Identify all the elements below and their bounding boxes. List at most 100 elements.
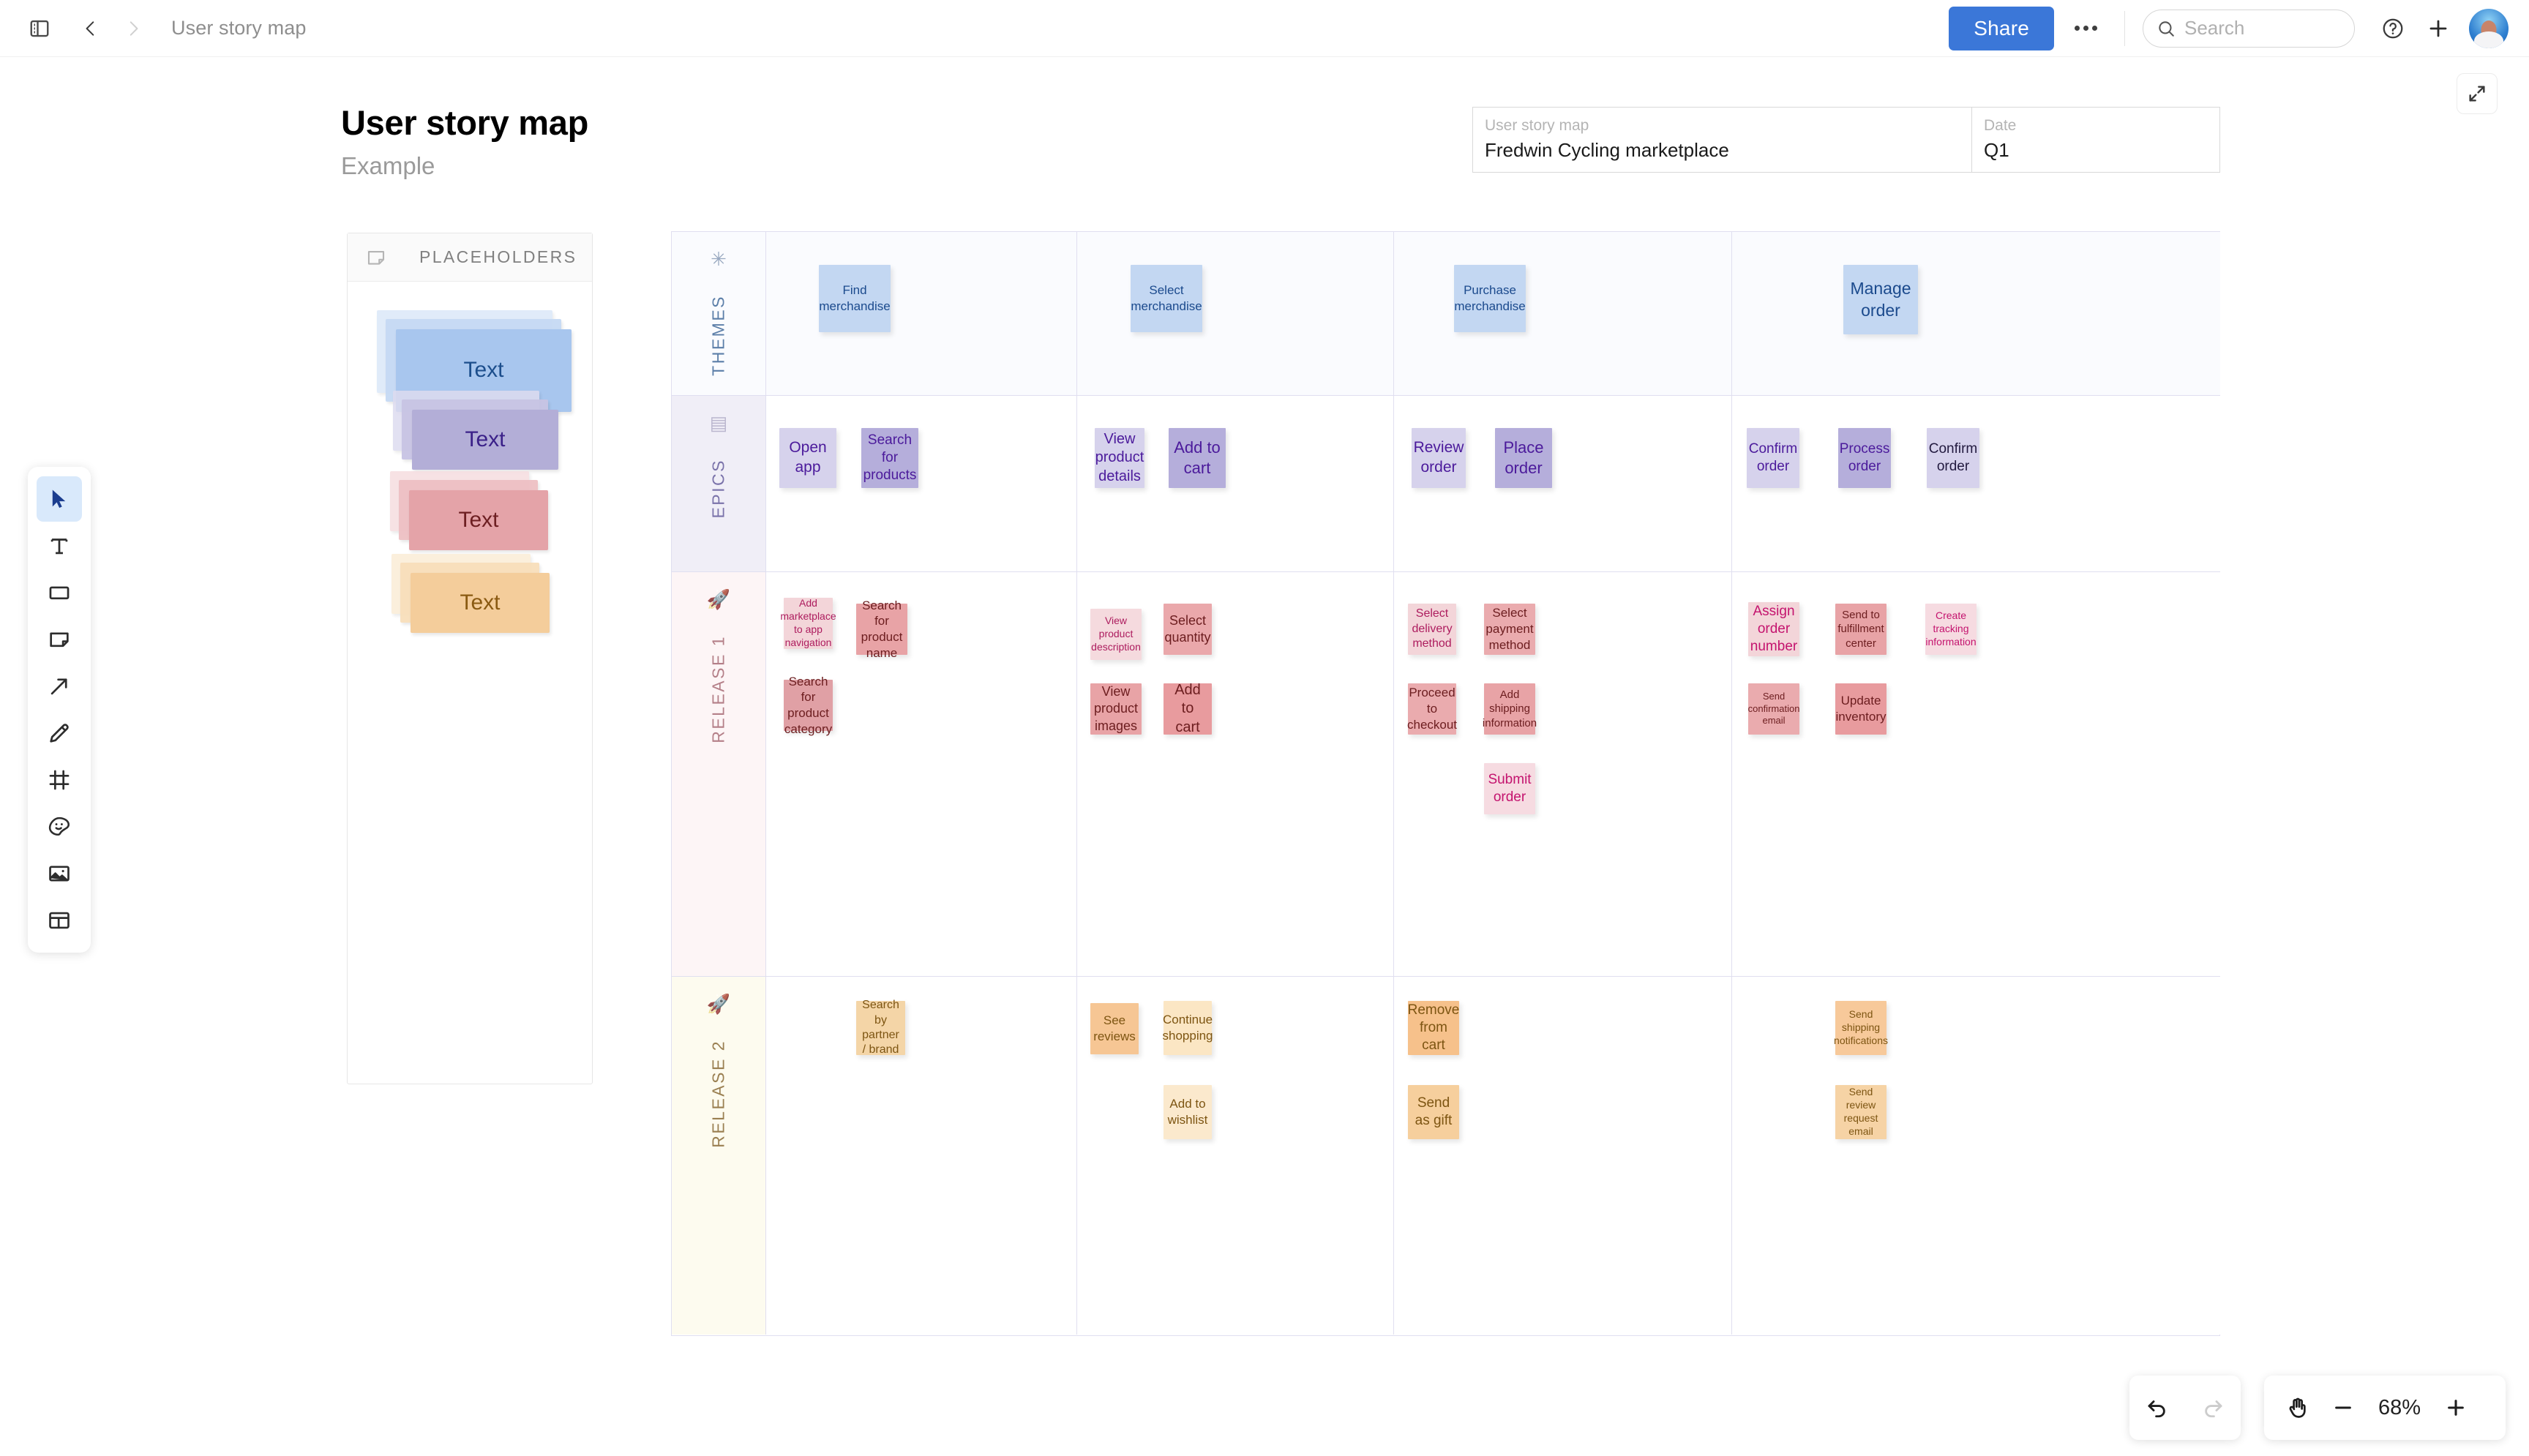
zoom-level-label[interactable]: 68% — [2378, 1395, 2421, 1419]
sticky-note[interactable]: Confirm order — [1747, 428, 1799, 488]
zoom-in-button[interactable] — [2438, 1390, 2473, 1425]
image-tool[interactable] — [37, 851, 82, 896]
cursor-arrow-icon — [52, 489, 66, 509]
sticky-note[interactable]: View product description — [1090, 609, 1142, 660]
help-circle-icon[interactable] — [2374, 10, 2412, 48]
sticky-note[interactable]: Open app — [779, 428, 836, 488]
shape-tool[interactable] — [37, 570, 82, 615]
sticky-note[interactable]: Send confirmation email — [1748, 683, 1799, 735]
sticky-note[interactable]: Continue shopping — [1163, 1001, 1213, 1055]
sticky-note[interactable]: Review order — [1412, 428, 1466, 488]
info-date-value: Q1 — [1984, 139, 2009, 161]
expand-diagonal-icon[interactable] — [2457, 73, 2498, 114]
sticky-note[interactable]: Send as gift — [1408, 1085, 1459, 1139]
column-find-merchandise-epics: Open app Search for products — [766, 396, 1077, 571]
search-input[interactable]: Search — [2143, 9, 2355, 48]
sticky-note[interactable]: Select payment method — [1484, 604, 1535, 655]
sticky-note-icon — [50, 632, 69, 648]
sticky-note[interactable]: Add to cart — [1169, 428, 1226, 488]
sticky-note[interactable]: Search for product category — [784, 674, 833, 736]
sticky-note[interactable]: Find merchandise — [819, 265, 891, 332]
sticky-note[interactable]: Select delivery method — [1408, 604, 1456, 655]
row-icon-release-2: 🚀 — [706, 993, 731, 1015]
sticky-note[interactable]: Assign order number — [1748, 602, 1799, 656]
row-label-text-themes: THEMES — [708, 295, 728, 376]
sticky-note[interactable]: Add shipping information — [1483, 683, 1537, 735]
placeholder-card-layer: Text — [412, 410, 558, 470]
plus-icon[interactable] — [2419, 10, 2457, 48]
sticky-note[interactable]: Search for product name — [856, 598, 907, 660]
zoom-control-group: 68% — [2264, 1376, 2506, 1440]
sticky-note[interactable]: Add marketplace to app navigation — [780, 597, 836, 649]
column-find-merchandise-release-2: Search by partner / brand — [766, 977, 1077, 1335]
page-subtitle: Example — [341, 152, 435, 179]
sticky-note[interactable]: Process order — [1838, 428, 1891, 488]
pen-tool[interactable] — [37, 710, 82, 756]
select-tool[interactable] — [37, 476, 82, 522]
sticky-note[interactable]: Send shipping notifications — [1834, 1001, 1888, 1055]
row-label-release-1[interactable]: 🚀RELEASE 1 — [672, 572, 766, 976]
template-layout-icon — [49, 912, 70, 929]
breadcrumb[interactable]: User story map — [171, 17, 307, 39]
sticky-note-tool[interactable] — [37, 617, 82, 662]
sticky-note-icon — [367, 250, 385, 265]
more-horizontal-icon[interactable] — [2064, 9, 2107, 48]
sticky-note[interactable]: Send to fulfillment center — [1835, 604, 1887, 655]
sticky-note[interactable]: Select merchandise — [1131, 265, 1202, 332]
connector-tool[interactable] — [37, 664, 82, 709]
sticky-note[interactable]: Place order — [1495, 428, 1552, 488]
top-bar-actions: Share Search — [1949, 6, 2529, 50]
row-label-themes[interactable]: ✳THEMES — [672, 232, 766, 395]
info-cell-name[interactable]: User story map Fredwin Cycling marketpla… — [1473, 108, 1972, 172]
placeholders-title: PLACEHOLDERS — [419, 247, 577, 266]
column-purchase-merchandise-epics: Review order Place order — [1394, 396, 1732, 571]
info-cell-date[interactable]: Date Q1 — [1972, 108, 2219, 172]
column-manage-order-themes: Manage order — [1732, 232, 2220, 395]
row-body-themes: Find merchandise Select merchandise Purcha… — [766, 232, 2220, 395]
sticky-note[interactable]: See reviews — [1090, 1003, 1139, 1054]
sticky-note[interactable]: View product images — [1090, 683, 1142, 735]
sticky-note[interactable]: Search for products — [861, 428, 918, 488]
story-map-row-themes: ✳THEMES Find merchandise Select merchandis… — [672, 232, 2220, 396]
rectangle-icon — [49, 586, 70, 600]
redo-arrow-icon[interactable] — [2195, 1390, 2230, 1425]
sticky-note[interactable]: Create tracking information — [1925, 604, 1977, 655]
sticky-note[interactable]: Search by partner / brand — [856, 999, 905, 1056]
template-tool[interactable] — [37, 898, 82, 943]
share-button[interactable]: Share — [1949, 6, 2054, 50]
row-label-epics[interactable]: ▤EPICS — [672, 396, 766, 571]
panel-toggle-icon[interactable] — [20, 10, 59, 48]
sticky-note[interactable]: View product details — [1095, 428, 1144, 488]
placeholders-header: PLACEHOLDERS — [348, 233, 592, 282]
sticky-note[interactable]: Select quantity — [1164, 604, 1212, 655]
sticky-note[interactable]: Add to cart — [1164, 682, 1212, 735]
avatar[interactable] — [2469, 8, 2509, 48]
chevron-right-icon[interactable] — [114, 10, 152, 48]
undo-arrow-icon[interactable] — [2140, 1390, 2175, 1425]
sticky-note[interactable]: Proceed to checkout — [1407, 683, 1457, 735]
row-body-release-2: Search by partner / brand See reviews Cont… — [766, 977, 2220, 1335]
sticky-note[interactable]: Remove from cart — [1408, 1001, 1459, 1055]
text-t-icon — [50, 539, 68, 555]
frame-tool[interactable] — [37, 757, 82, 803]
sticky-note[interactable]: Confirm order — [1927, 428, 1979, 488]
sticky-note[interactable]: Add to wishlist — [1164, 1085, 1212, 1139]
text-tool[interactable] — [37, 523, 82, 568]
hand-pan-icon[interactable] — [2280, 1390, 2315, 1425]
zoom-out-button[interactable] — [2326, 1390, 2361, 1425]
search-icon — [2159, 20, 2174, 37]
sticky-note[interactable]: Update inventory — [1835, 683, 1887, 735]
arrow-diagonal-icon — [50, 678, 67, 695]
sticky-note[interactable]: Purchase merchandise — [1454, 265, 1526, 332]
column-purchase-merchandise-release-1: Select delivery method Select payment met… — [1394, 572, 1732, 976]
emoji-tool[interactable] — [37, 804, 82, 849]
row-label-release-2[interactable]: 🚀RELEASE 2 — [672, 977, 766, 1335]
chevron-left-icon[interactable] — [72, 10, 110, 48]
info-name-value: Fredwin Cycling marketplace — [1485, 139, 1729, 161]
sticky-note[interactable]: Manage order — [1843, 265, 1918, 334]
sticky-note[interactable]: Send review request email — [1835, 1085, 1887, 1139]
sticky-note[interactable]: Submit order — [1484, 763, 1535, 814]
